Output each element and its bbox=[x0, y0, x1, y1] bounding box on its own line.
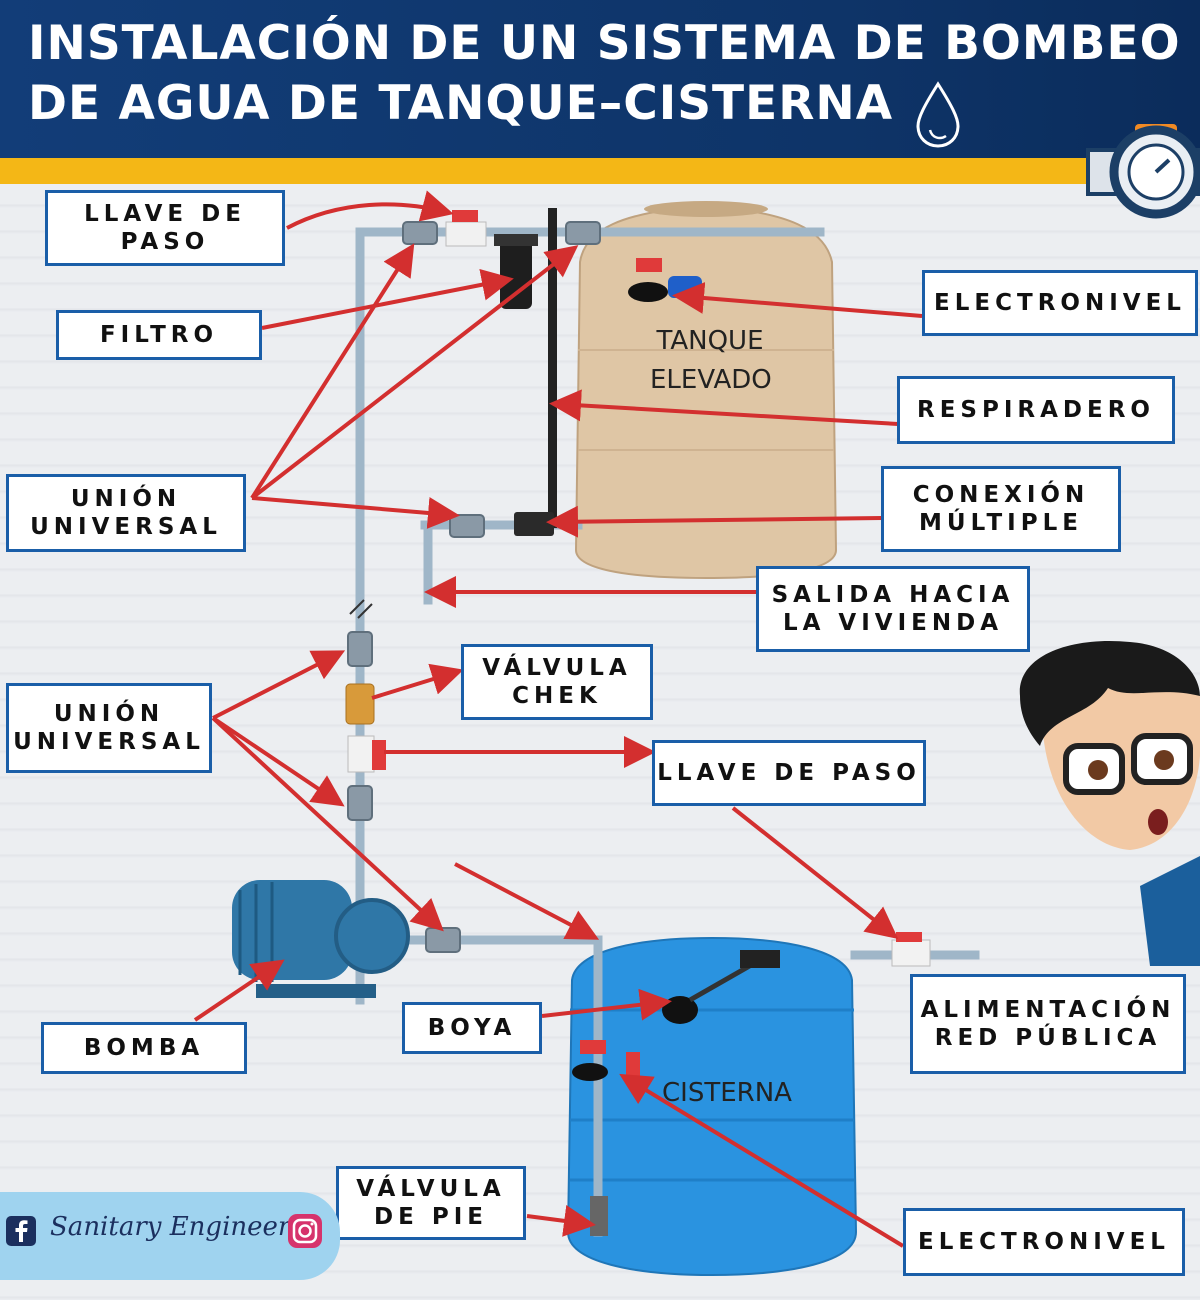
electronivel-bottom-device bbox=[572, 1040, 640, 1081]
cistern-tank bbox=[566, 936, 858, 1277]
label-boya: BOYA bbox=[402, 1002, 542, 1054]
water-filter bbox=[494, 234, 538, 309]
multiple-connection-fitting bbox=[514, 512, 554, 536]
union-fittings bbox=[347, 221, 601, 953]
cistern-label: CISTERNA bbox=[662, 1078, 792, 1108]
water-drop-icon bbox=[916, 81, 960, 148]
label-electronivel-top: ELECTRONIVEL bbox=[922, 270, 1198, 336]
middle-gate-valve bbox=[347, 735, 386, 773]
label-union-universal-top: UNIÓN UNIVERSAL bbox=[6, 474, 246, 552]
header-banner bbox=[0, 0, 1200, 158]
brand-name: Sanitary Engineer bbox=[50, 1212, 291, 1242]
label-union-universal-bottom: UNIÓN UNIVERSAL bbox=[6, 683, 212, 773]
foot-valve bbox=[590, 1196, 608, 1236]
centrifugal-pump bbox=[232, 880, 410, 998]
elevated-tank-label: TANQUE ELEVADO bbox=[650, 326, 772, 395]
label-conexion-multiple: CONEXIÓN MÚLTIPLE bbox=[881, 466, 1121, 552]
vent-pipe bbox=[548, 208, 557, 528]
page-title-line2: DE AGUA DE TANQUE–CISTERNA bbox=[28, 76, 894, 131]
label-respiradero: RESPIRADERO bbox=[897, 376, 1175, 444]
pump-logo-icon bbox=[1086, 124, 1200, 219]
instagram-icon[interactable] bbox=[288, 1214, 322, 1248]
label-valvula-chek: VÁLVULA CHEK bbox=[461, 644, 653, 720]
label-alimentacion-red-publica: ALIMENTACIÓN RED PÚBLICA bbox=[910, 974, 1186, 1074]
cartoon-engineer-avatar bbox=[1019, 640, 1200, 966]
public-network-valve bbox=[891, 932, 931, 967]
brand-footer bbox=[0, 1192, 340, 1280]
facebook-icon[interactable] bbox=[6, 1216, 36, 1246]
label-llave-de-paso-top: LLAVE DE PASO bbox=[45, 190, 285, 266]
label-llave-de-paso-mid: LLAVE DE PASO bbox=[652, 740, 926, 806]
pointer-arrows bbox=[193, 190, 923, 1248]
check-valve bbox=[345, 683, 375, 725]
pipe-break-mark bbox=[349, 599, 373, 619]
page-title-line1: INSTALACIÓN DE UN SISTEMA DE BOMBEO bbox=[28, 16, 1181, 71]
label-valvula-de-pie: VÁLVULA DE PIE bbox=[336, 1166, 526, 1240]
upper-gate-valve bbox=[445, 210, 487, 247]
label-bomba: BOMBA bbox=[41, 1022, 247, 1074]
header-accent-stripe bbox=[0, 158, 1200, 184]
label-electronivel-bottom: ELECTRONIVEL bbox=[903, 1208, 1185, 1276]
label-salida-hacia-la-vivienda: SALIDA HACIA LA VIVIENDA bbox=[756, 566, 1030, 652]
label-filtro: FILTRO bbox=[56, 310, 262, 360]
